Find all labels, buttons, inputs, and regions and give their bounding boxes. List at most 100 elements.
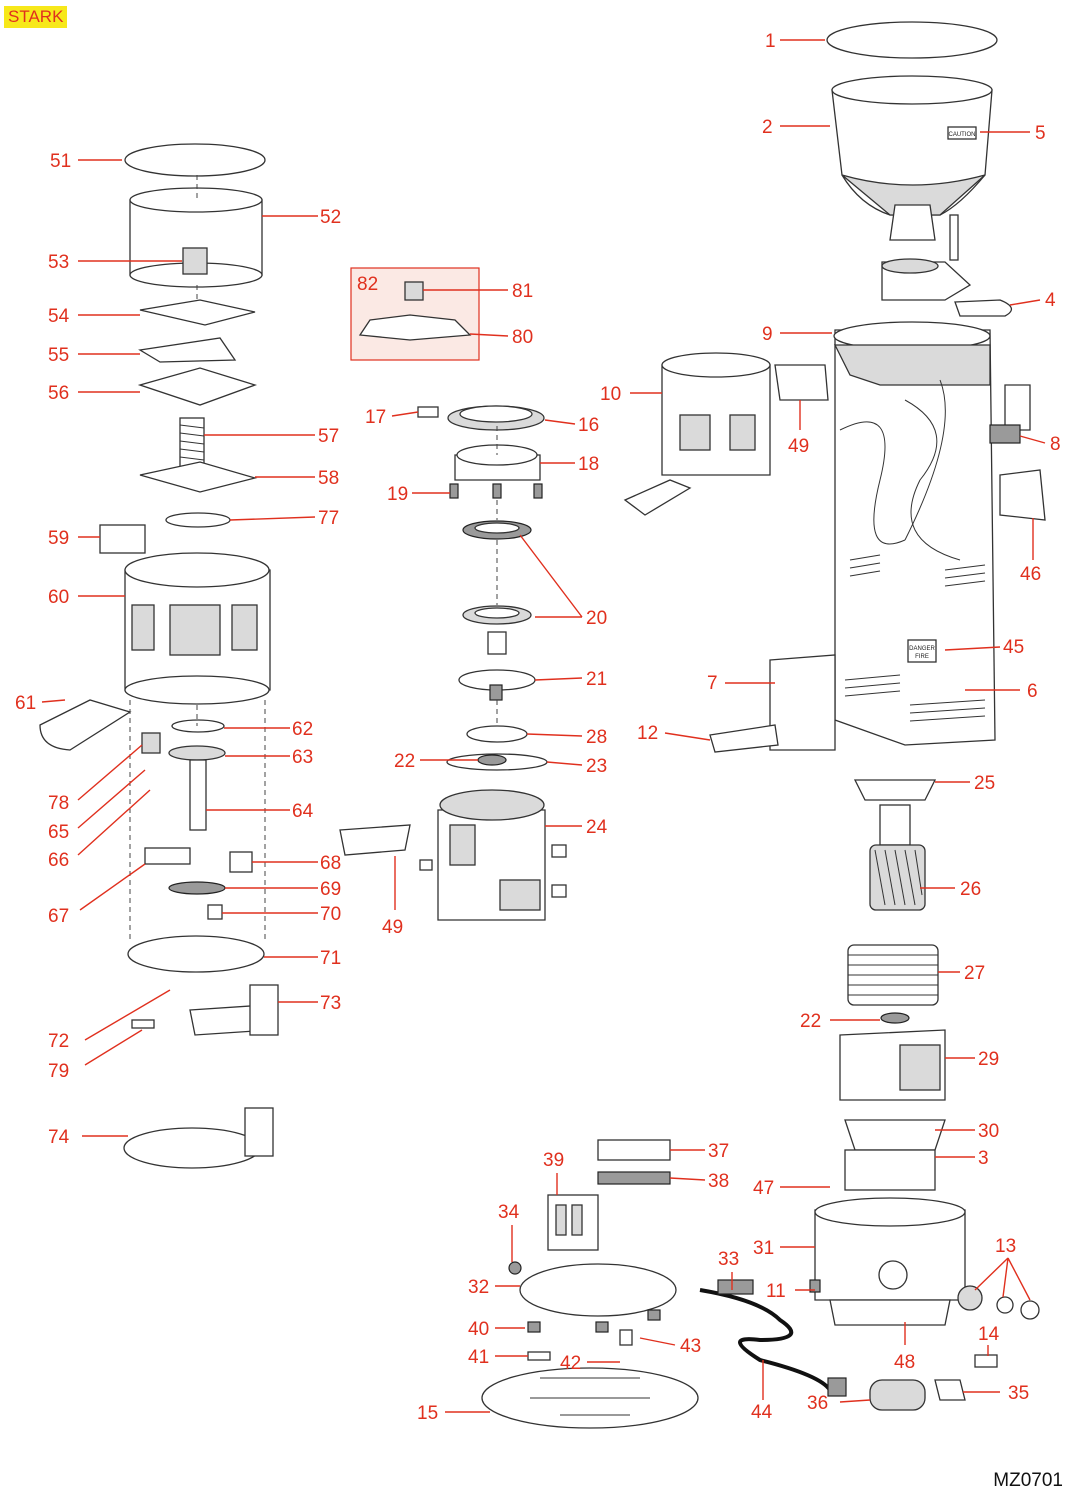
callout-51: 51 [50,151,71,172]
callout-80: 80 [512,327,533,348]
callout-69: 69 [320,879,341,900]
doser-base [127,935,265,973]
callout-49-body: 49 [788,436,809,457]
doser-housing-right [623,352,771,516]
callout-10: 10 [600,384,621,405]
electrical-base [481,1139,847,1429]
callout-37: 37 [708,1141,729,1162]
callout-14: 14 [978,1324,1000,1345]
brand-badge: STARK [4,6,68,28]
callout-68: 68 [320,853,341,874]
callout-45: 45 [1003,637,1024,658]
callout-72: 72 [48,1031,69,1052]
callout-55: 55 [48,345,69,366]
callout-22-grinder: 22 [394,751,415,772]
callout-62: 62 [292,719,313,740]
callout-26: 26 [960,879,981,900]
grinder-body: DANGER FIRE [709,321,1046,753]
callout-28: 28 [586,727,607,748]
callout-16: 16 [578,415,599,436]
callout-43: 43 [680,1336,701,1357]
motor-assembly [814,779,1040,1411]
callout-53: 53 [48,252,69,273]
callout-58: 58 [318,468,339,489]
callout-9: 9 [762,324,773,345]
doser-spout [39,699,132,751]
callout-65: 65 [48,822,69,843]
callout-36: 36 [807,1393,828,1414]
callout-39: 39 [543,1150,564,1171]
grinding-assembly [339,405,567,921]
callout-7: 7 [707,673,718,694]
drawing-code: MZ0701 [993,1470,1063,1491]
back-plate [769,654,836,751]
callout-54: 54 [48,306,70,327]
svg-text:FIRE: FIRE [915,654,929,660]
power-cord [699,1288,832,1392]
callout-17: 17 [365,407,386,428]
callout-32: 32 [468,1277,489,1298]
callout-78: 78 [48,793,69,814]
callout-79: 79 [48,1061,69,1082]
callout-1: 1 [765,31,776,52]
body-housing [834,329,996,746]
callout-11: 11 [766,1281,786,1302]
callout-33: 33 [718,1249,739,1270]
callout-44: 44 [751,1402,773,1423]
callout-30: 30 [978,1121,999,1142]
callout-77: 77 [318,508,339,529]
callout-64: 64 [292,801,314,822]
danger-decal [907,639,937,663]
callout-49-grinder: 49 [382,917,403,938]
base-plate [519,1263,677,1317]
callout-34: 34 [498,1202,520,1223]
callout-40: 40 [468,1319,489,1340]
callout-labels: 1 2 5 4 9 10 49 8 46 45 7 6 12 25 26 27 … [15,31,1061,1424]
callout-13: 13 [995,1236,1016,1257]
callout-27: 27 [964,963,985,984]
inset-wiper [358,314,472,341]
callout-67: 67 [48,906,69,927]
callout-4: 4 [1045,290,1056,311]
callout-12: 12 [637,723,658,744]
callout-25: 25 [974,773,995,794]
callout-38: 38 [708,1171,729,1192]
doser-star [139,299,256,326]
doser-base-assembled [123,1127,261,1169]
callout-31: 31 [753,1238,774,1259]
callout-60: 60 [48,587,69,608]
doser-assembly [39,143,279,1169]
callout-66: 66 [48,850,69,871]
callout-63: 63 [292,747,313,768]
callout-47: 47 [753,1178,774,1199]
callout-21: 21 [586,669,607,690]
callout-48: 48 [894,1352,915,1373]
callout-15: 15 [417,1403,438,1424]
callout-29: 29 [978,1049,999,1070]
callout-3: 3 [978,1148,989,1169]
callout-41: 41 [468,1347,489,1368]
callout-81: 81 [512,281,533,302]
callout-42: 42 [560,1353,581,1374]
inset-nut [404,281,424,301]
callout-57: 57 [318,426,339,447]
callout-5: 5 [1035,123,1046,144]
callout-19: 19 [387,484,408,505]
caution-decal [947,126,977,140]
callout-71: 71 [320,948,341,969]
hopper-lid [826,21,998,59]
callout-56: 56 [48,383,69,404]
callout-61: 61 [15,693,36,714]
hopper-assembly: CAUTION [826,21,1012,317]
doser-lid [124,143,266,177]
callout-8: 8 [1050,434,1061,455]
callout-20: 20 [586,608,607,629]
svg-text:DANGER: DANGER [909,646,935,652]
callout-18: 18 [578,454,599,475]
callout-74: 74 [48,1127,70,1148]
callout-23: 23 [586,756,607,777]
callout-73: 73 [320,993,341,1014]
callout-59: 59 [48,528,69,549]
callout-46: 46 [1020,564,1041,585]
